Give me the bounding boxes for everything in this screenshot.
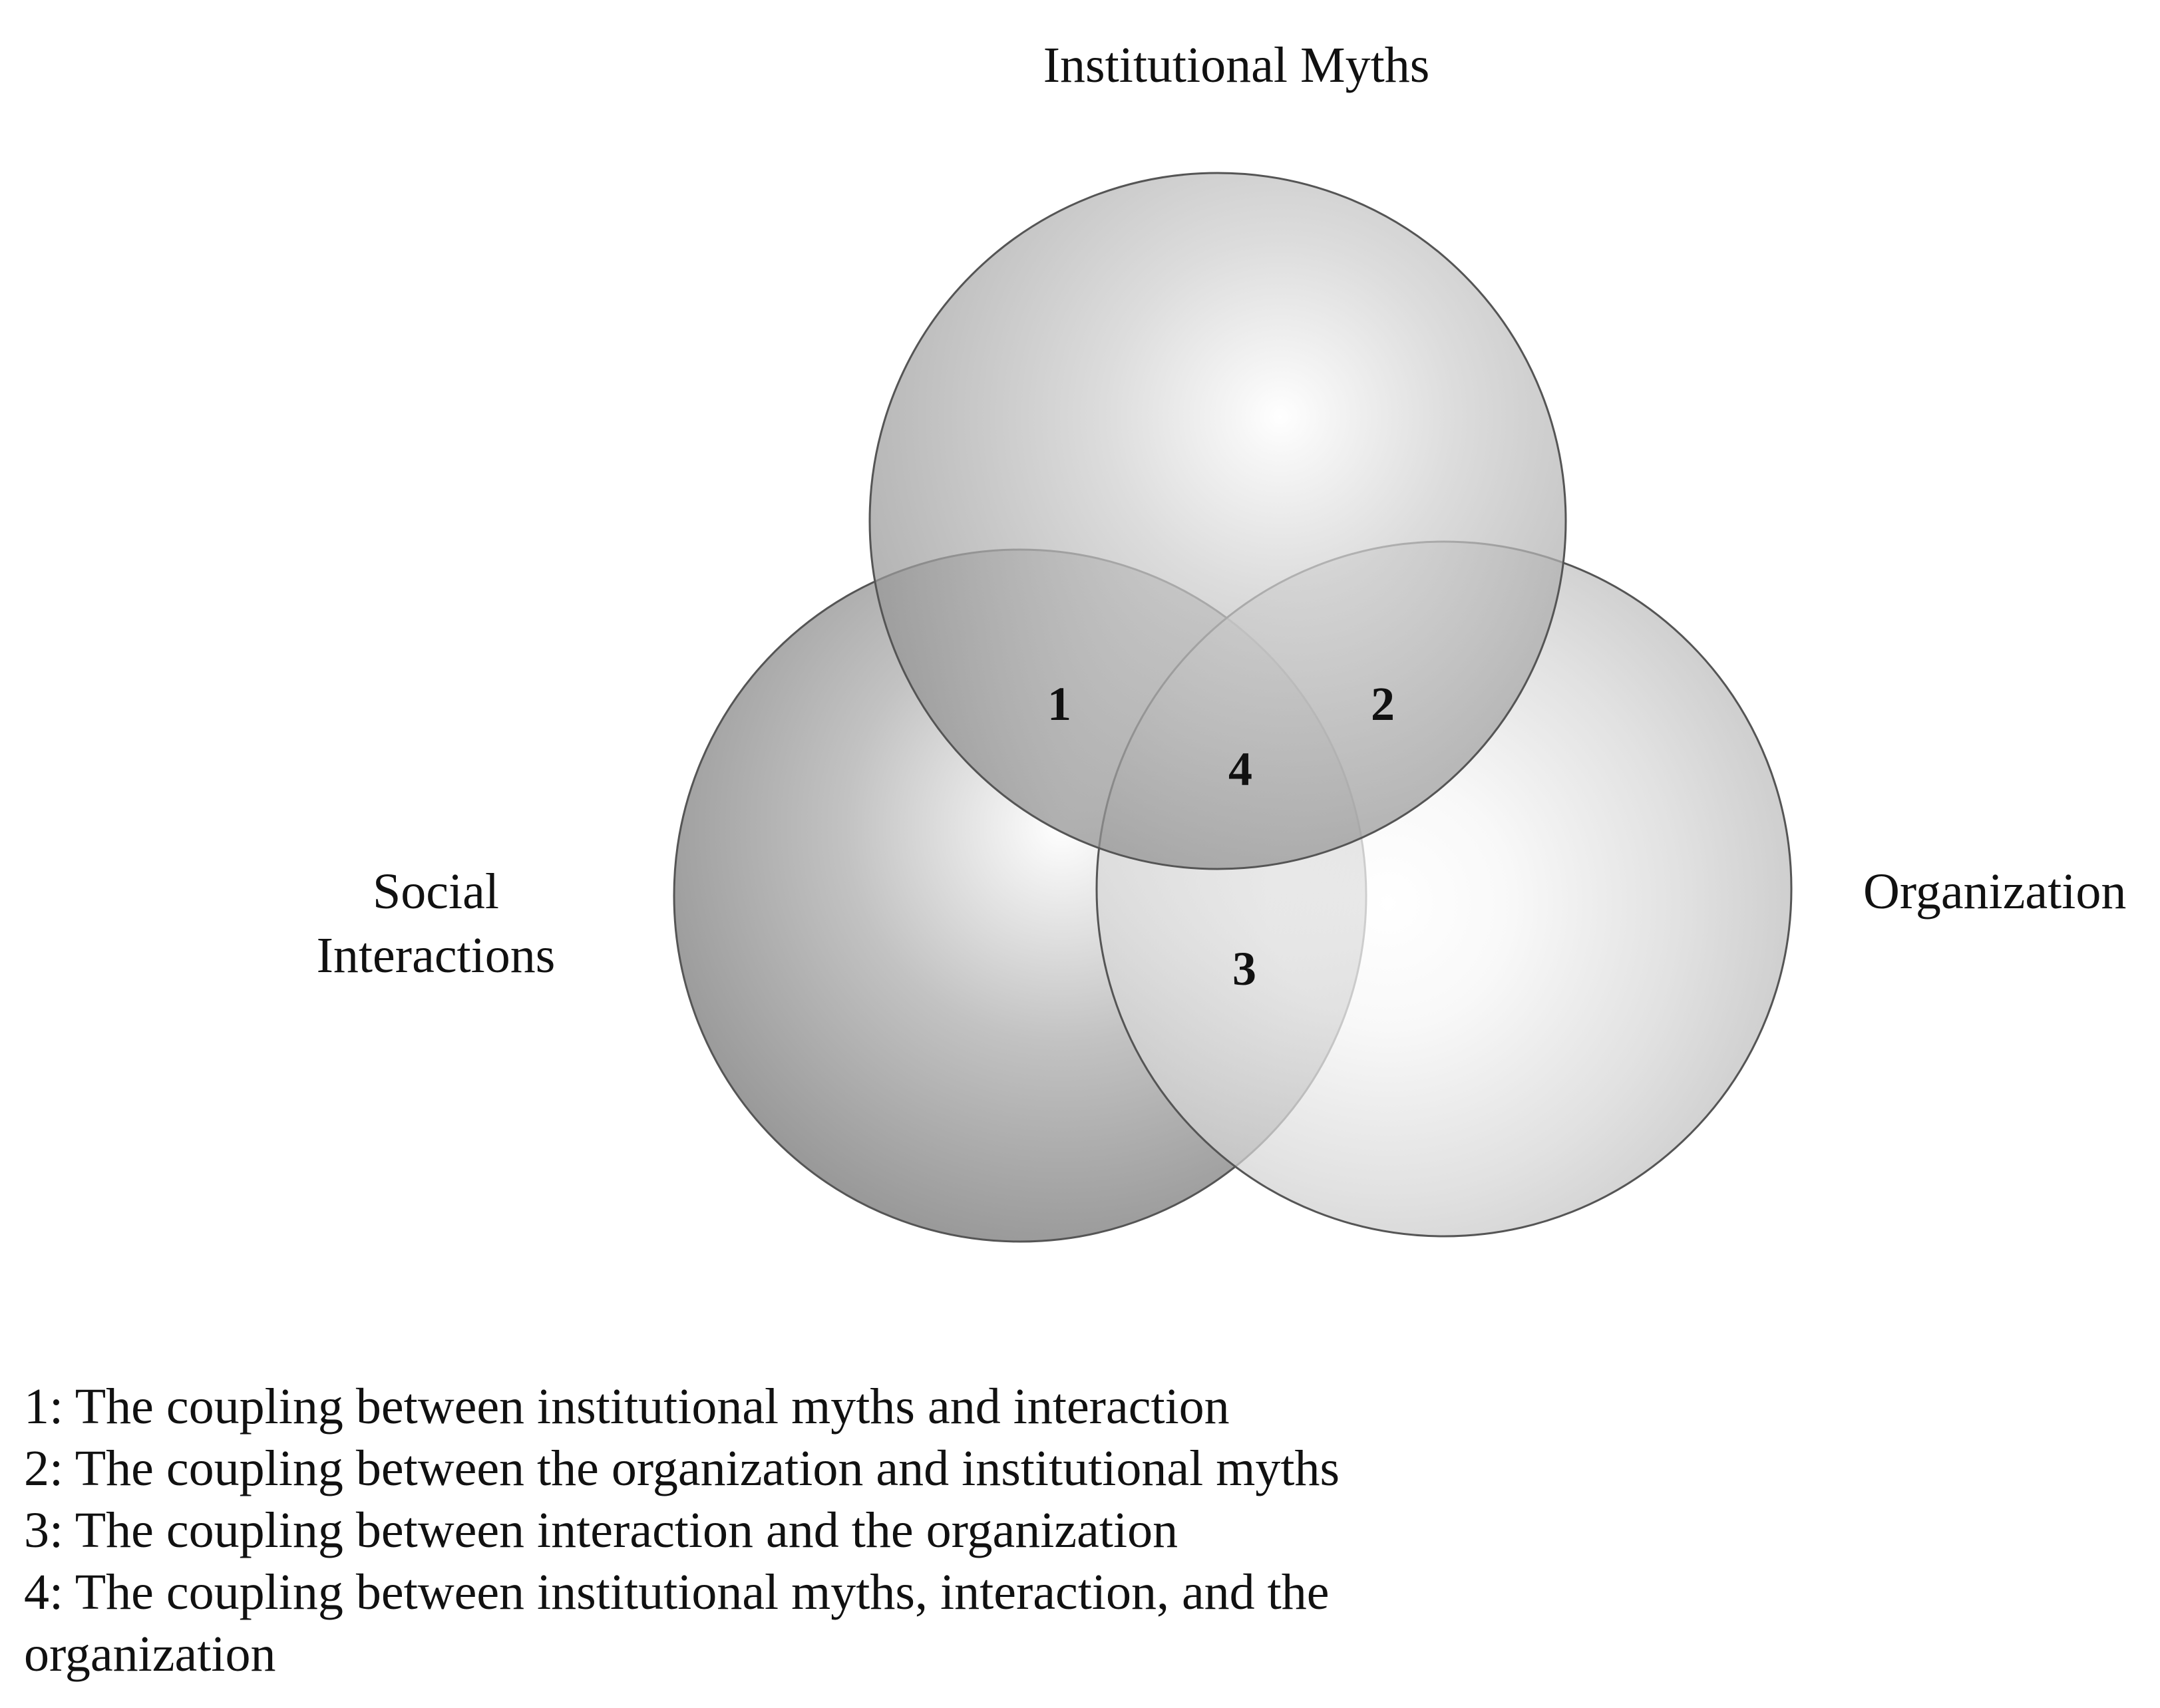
legend-item-2: 2: The coupling between the organization… bbox=[24, 1441, 1340, 1496]
legend: 1: The coupling between institutional my… bbox=[24, 1376, 1488, 1685]
set-label-organization: Organization bbox=[1863, 864, 2127, 920]
region-1-label: 1 bbox=[1047, 677, 1071, 731]
set-label-institutional-myths: Institutional Myths bbox=[1043, 37, 1430, 93]
region-2-label: 2 bbox=[1371, 677, 1395, 731]
legend-item-4: 4: The coupling between institutional my… bbox=[24, 1564, 1330, 1620]
legend-item-3: 3: The coupling between interaction and … bbox=[24, 1502, 1178, 1558]
region-4-label: 4 bbox=[1228, 743, 1252, 796]
set-label-social-interactions-line1: Social bbox=[373, 864, 499, 920]
set-label-social-interactions-line2: Interactions bbox=[316, 928, 556, 983]
legend-item-4-continued: organization bbox=[24, 1626, 276, 1682]
region-3-label: 3 bbox=[1232, 942, 1256, 995]
legend-item-1: 1: The coupling between institutional my… bbox=[24, 1379, 1230, 1435]
circle-institutional-myths bbox=[868, 172, 1567, 870]
set-label-social-interactions: Social Interactions bbox=[286, 860, 586, 987]
